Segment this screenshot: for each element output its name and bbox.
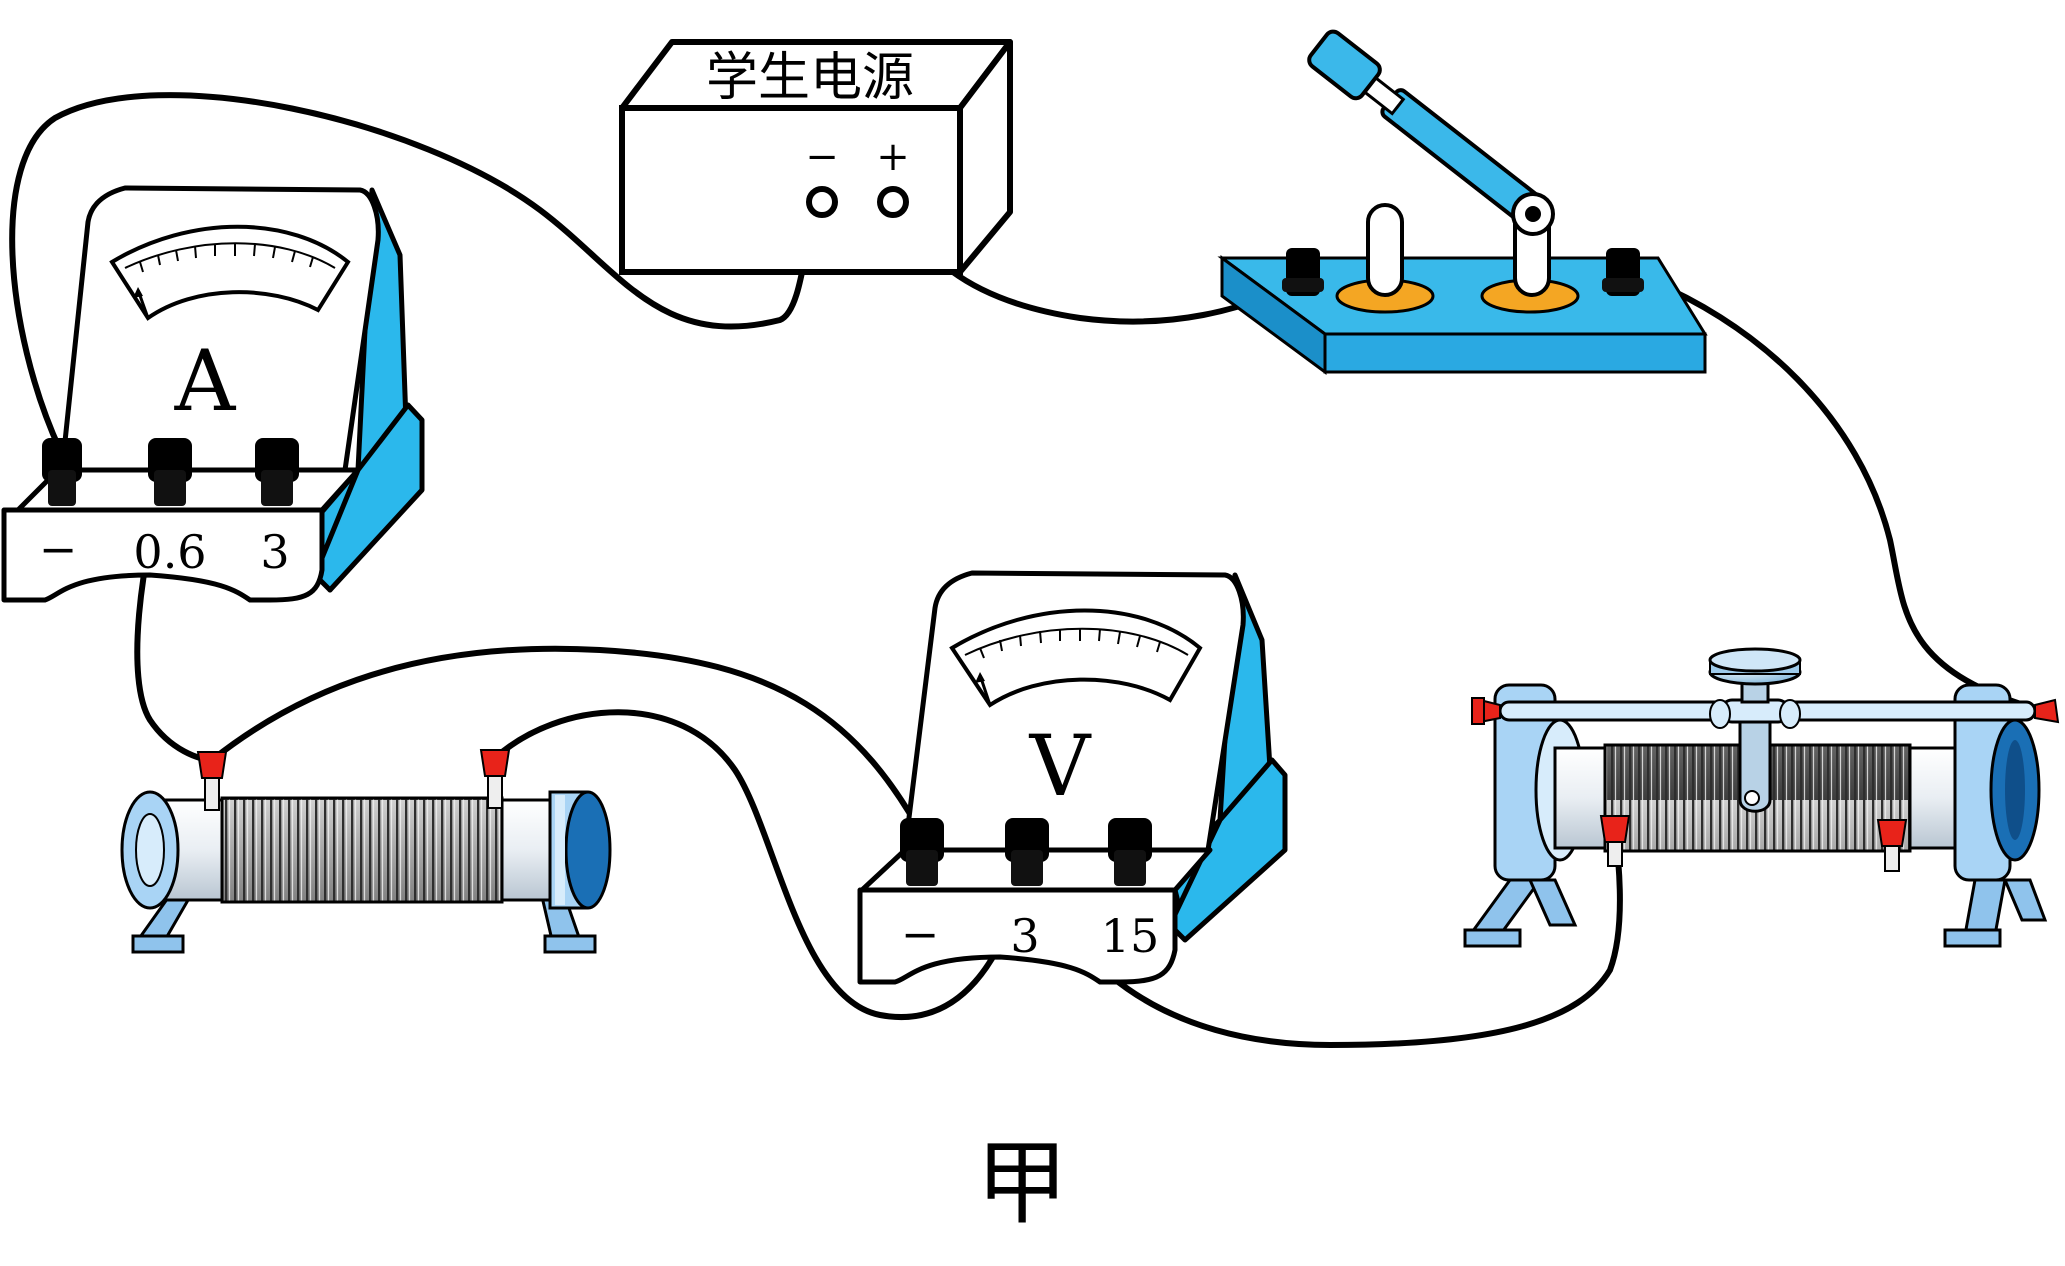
voltmeter-label-3: 3 — [1010, 909, 1039, 963]
fixed-resistor — [120, 749, 612, 954]
resistor-right-terminal[interactable] — [479, 749, 511, 809]
ammeter-label-3: 3 — [260, 525, 289, 579]
ammeter-terminal-3[interactable] — [255, 438, 299, 506]
power-supply-neg-sign: − — [805, 134, 839, 180]
switch-left-terminal[interactable] — [1282, 248, 1324, 296]
ammeter-terminal-0-6[interactable] — [148, 438, 192, 506]
voltmeter-label-neg: − — [901, 907, 940, 961]
wire-resistor-left-to-voltmeter-neg — [209, 645, 928, 843]
wire-ammeter-neg-to-supply-neg — [9, 92, 823, 453]
wire-resistor-right-to-voltmeter-3 — [492, 709, 1028, 1020]
voltmeter-terminal-neg[interactable] — [900, 818, 944, 886]
voltmeter-terminal-15[interactable] — [1108, 818, 1152, 886]
rheostat-right-rod-terminal[interactable] — [2034, 698, 2060, 724]
ammeter: A − 0.6 3 — [1, 185, 425, 603]
figure-caption: 甲 — [976, 1130, 1068, 1237]
ammeter-terminal-neg[interactable] — [42, 438, 82, 506]
ammeter-symbol: A — [174, 332, 237, 430]
power-supply-label: 学生电源 — [706, 48, 914, 108]
ammeter-label-0-6: 0.6 — [133, 525, 206, 579]
voltmeter: V − 3 15 — [857, 570, 1288, 985]
resistor-left-terminal[interactable] — [196, 751, 228, 811]
rheostat-lower-right-terminal[interactable] — [1876, 819, 1908, 872]
rheostat-left-rod-terminal[interactable] — [1471, 697, 1501, 725]
voltmeter-label-15: 15 — [1101, 909, 1160, 963]
rheostat-slider[interactable] — [1708, 647, 1802, 813]
rheostat-lower-left-terminal[interactable] — [1599, 815, 1631, 867]
knife-switch[interactable] — [1217, 28, 1708, 375]
voltmeter-terminal-3[interactable] — [1005, 818, 1049, 886]
switch-right-terminal[interactable] — [1602, 248, 1644, 296]
ammeter-label-neg: − — [39, 522, 78, 576]
power-supply-neg-terminal[interactable] — [806, 186, 838, 218]
wire-switch-to-rheostat — [1625, 269, 2043, 713]
power-supply-pos-sign: + — [876, 134, 910, 180]
voltmeter-symbol: V — [1029, 717, 1092, 815]
power-supply-pos-terminal[interactable] — [877, 186, 909, 218]
rheostat — [1463, 647, 2060, 948]
power-supply: 学生电源 − + — [619, 39, 1013, 275]
